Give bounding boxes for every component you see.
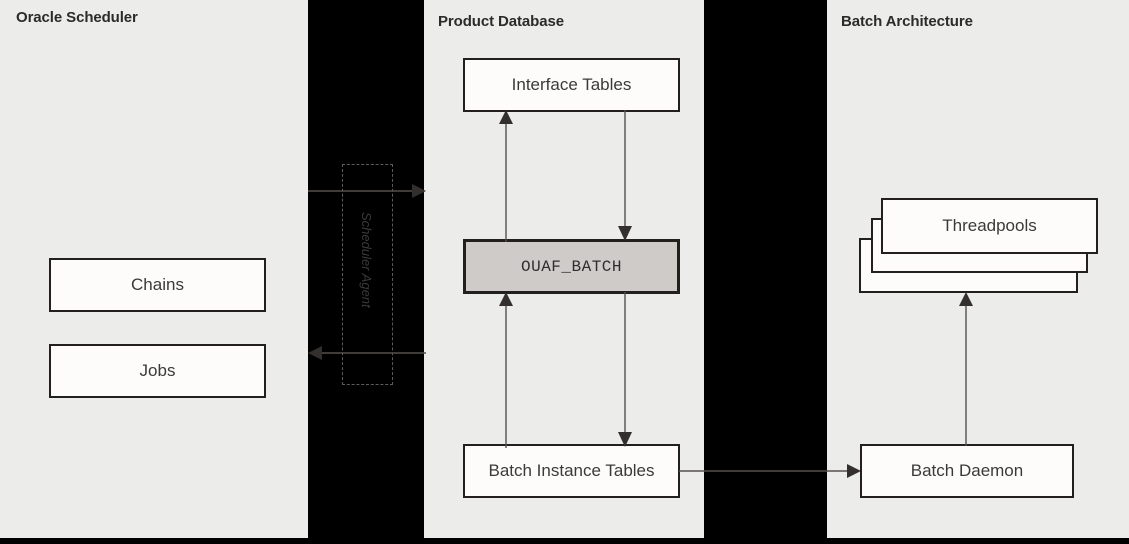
connector-database-to-scheduler [308, 346, 426, 360]
node-chains-label: Chains [131, 275, 184, 294]
connector-ouaf-batch-to-interface-tables [499, 110, 513, 242]
connector-batch-instance-to-batch-daemon [679, 464, 861, 478]
panel-title-oracle-scheduler: Oracle Scheduler [16, 9, 138, 26]
node-jobs[interactable]: Jobs [49, 344, 266, 398]
node-scheduler-agent-label: Scheduler Agent [359, 212, 374, 308]
connector-interface-tables-to-ouaf-batch [618, 110, 632, 241]
node-threadpools-label: Threadpools [942, 216, 1037, 235]
node-batch-daemon-label: Batch Daemon [910, 461, 1024, 480]
node-chains[interactable]: Chains [49, 258, 266, 312]
node-scheduler-agent[interactable] [342, 164, 393, 385]
connector-scheduler-to-database [308, 184, 426, 198]
connector-ouaf-batch-to-batch-instance [618, 292, 632, 447]
node-ouaf-batch[interactable]: OUAF_BATCH [463, 239, 680, 294]
node-interface-tables[interactable]: Interface Tables [463, 58, 680, 112]
node-batch-instance-tables-label: Batch Instance Tables [488, 461, 655, 480]
panel-title-product-database: Product Database [438, 13, 564, 30]
connector-batch-instance-to-ouaf-batch [499, 292, 513, 448]
bottom-edge [0, 538, 1129, 544]
panel-title-batch-architecture: Batch Architecture [841, 13, 973, 30]
node-threadpools[interactable]: Threadpools [881, 198, 1098, 254]
connector-batch-daemon-to-threadpools [959, 292, 973, 446]
node-batch-daemon[interactable]: Batch Daemon [860, 444, 1074, 498]
node-batch-instance-tables[interactable]: Batch Instance Tables [463, 444, 680, 498]
node-jobs-label: Jobs [139, 361, 176, 380]
node-ouaf-batch-label: OUAF_BATCH [520, 257, 622, 276]
node-interface-tables-label: Interface Tables [511, 75, 632, 94]
